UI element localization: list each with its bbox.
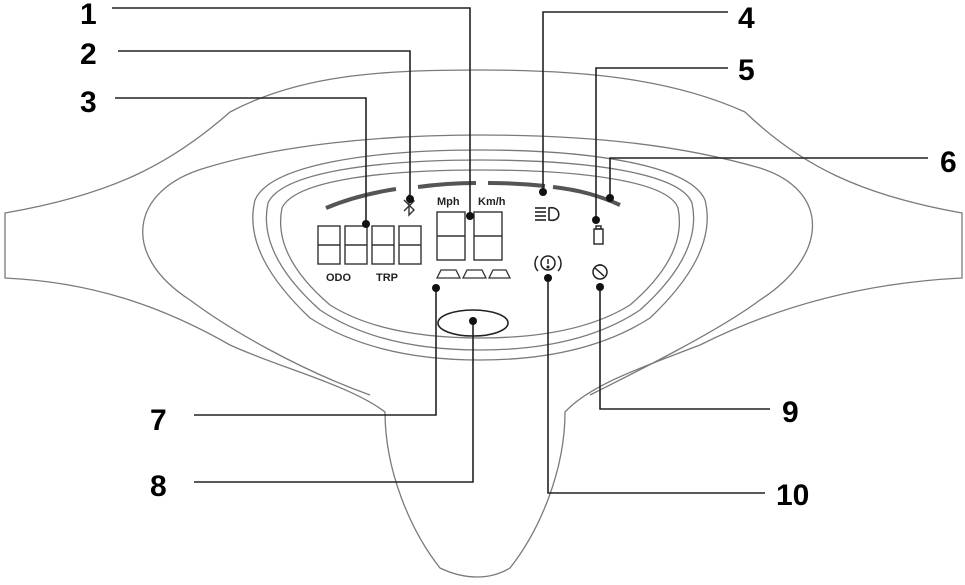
leader-line-1 [112, 7, 471, 216]
leader-dot-5 [592, 216, 600, 224]
callout-number-4: 4 [738, 2, 755, 35]
callout-number-2: 2 [80, 38, 97, 71]
brake-warning-icon [534, 255, 562, 272]
leader-dot-8 [469, 317, 477, 325]
leader-dot-2 [406, 195, 414, 203]
display-bezel-outer [252, 149, 708, 361]
callout-number-3: 3 [80, 86, 97, 119]
callout-number-8: 8 [150, 470, 167, 503]
handlebar-housing-outline [4, 69, 963, 578]
battery-level-bar [325, 187, 397, 210]
motor-fault-icon [592, 264, 608, 280]
trip-label: TRP [376, 272, 398, 284]
leader-dot-6 [606, 194, 614, 202]
leader-dot-1 [466, 212, 474, 220]
odometer-digit-3 [371, 225, 395, 265]
odometer-display [317, 225, 422, 265]
leader-dot-7 [432, 284, 440, 292]
callout-number-7: 7 [150, 404, 167, 437]
callout-number-5: 5 [738, 54, 755, 87]
display-bezel-middle [265, 159, 695, 351]
bluetooth-icon [403, 194, 415, 217]
callout-number-9: 9 [782, 396, 799, 429]
leader-dot-3 [362, 220, 370, 228]
leader-line-5 [595, 67, 728, 220]
power-level-bar-3 [487, 269, 512, 279]
odo-label: ODO [326, 272, 352, 284]
headlight-icon [535, 206, 560, 222]
battery-level-bar-seg3 [487, 181, 546, 188]
leader-line-8 [194, 321, 474, 483]
leader-line-3 [115, 97, 367, 224]
battery-level-bar-seg4 [552, 185, 621, 207]
display-window [280, 169, 680, 339]
leader-dot-4 [539, 188, 547, 196]
odometer-digit-4 [398, 225, 422, 265]
leader-line-7 [194, 288, 437, 416]
housing-inner-contour [142, 134, 813, 396]
callout-number-6: 6 [940, 146, 957, 179]
leader-line-4 [542, 11, 728, 192]
speed-display [436, 211, 503, 261]
leader-line-9 [599, 287, 770, 410]
callout-number-1: 1 [80, 0, 97, 31]
callout-number-10: 10 [776, 479, 809, 512]
leader-line-6 [609, 157, 928, 198]
battery-icon [593, 225, 604, 245]
leader-dot-10 [544, 274, 552, 282]
power-level-bars [435, 269, 512, 279]
leader-line-2 [118, 50, 411, 199]
odometer-digit-1 [317, 225, 341, 265]
housing-inner-contour-left [189, 299, 371, 396]
battery-level-bar-seg2 [417, 181, 477, 189]
odometer-digit-2 [344, 225, 368, 265]
power-level-bar-1 [435, 269, 462, 279]
power-level-bar-2 [461, 269, 488, 279]
speed-unit-mph: Mph [437, 196, 460, 208]
leader-dot-9 [596, 283, 604, 291]
leader-line-10 [547, 278, 765, 494]
speed-unit-kmh: Km/h [478, 196, 506, 208]
